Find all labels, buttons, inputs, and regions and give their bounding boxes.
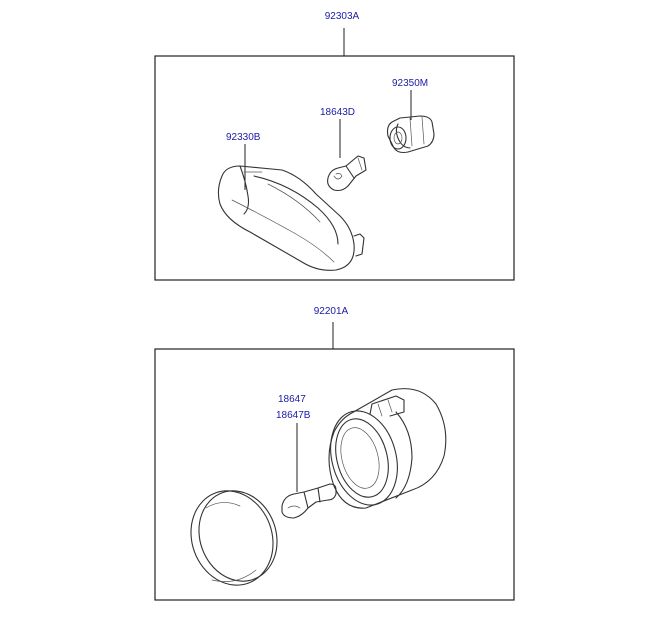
- round-lens-icon[interactable]: [178, 479, 289, 597]
- side-repeater-lens-icon[interactable]: [217, 165, 365, 271]
- assembly-label-92201A[interactable]: 92201A: [314, 306, 349, 317]
- part-label-18647B[interactable]: 18647B: [276, 410, 311, 421]
- bulb-socket-icon[interactable]: [386, 115, 435, 154]
- part-label-18643D[interactable]: 18643D: [320, 107, 355, 118]
- part-label-92350M[interactable]: 92350M: [392, 78, 428, 89]
- lamp-housing-icon[interactable]: [321, 388, 447, 513]
- assembly-frame-92201A: [154, 348, 515, 601]
- part-label-92330B[interactable]: 92330B: [226, 132, 261, 143]
- bulb-icon[interactable]: [281, 483, 337, 519]
- part-label-18647[interactable]: 18647: [278, 394, 306, 405]
- assembly-label-92303A[interactable]: 92303A: [325, 11, 360, 22]
- assembly-92201A: 92201A 18647 18647B: [154, 306, 515, 601]
- assembly-92303A: 92303A 92350M 18643D 92330B: [154, 11, 515, 281]
- wedge-bulb-icon[interactable]: [327, 155, 367, 192]
- assembly-frame-92303A: [154, 55, 515, 281]
